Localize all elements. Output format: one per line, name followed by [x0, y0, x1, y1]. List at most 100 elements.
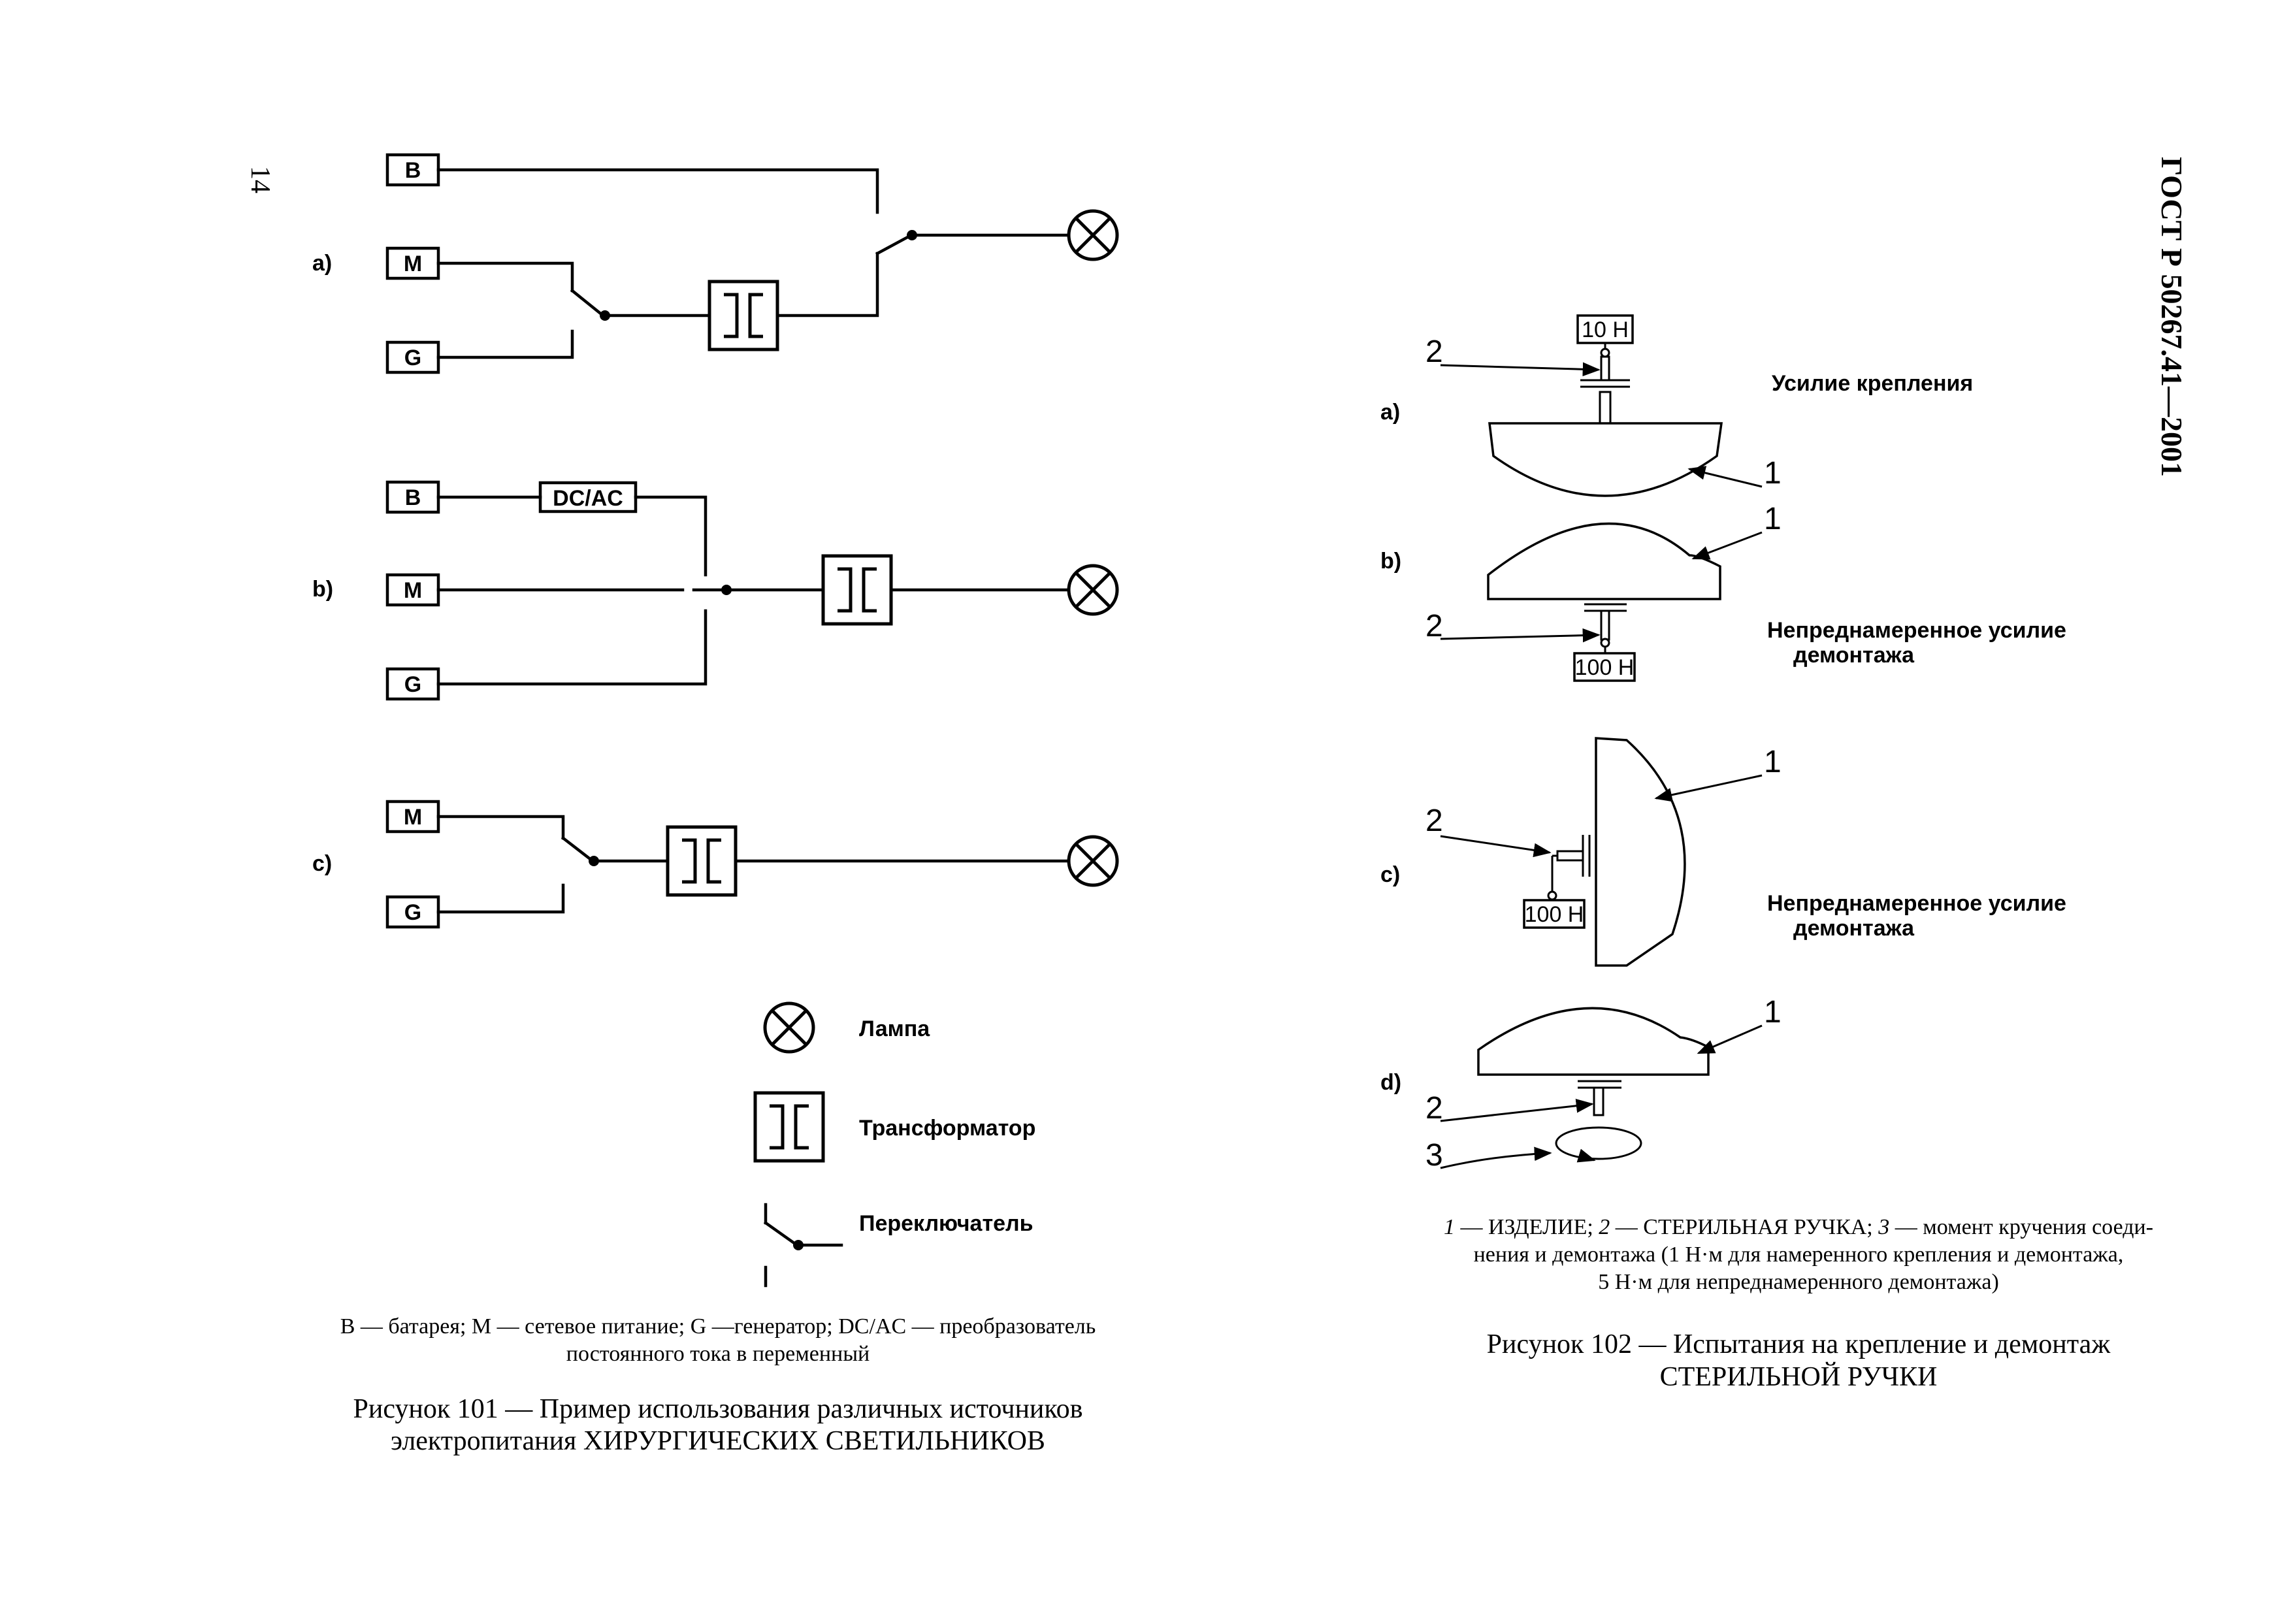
callout-arrow	[1654, 774, 1763, 802]
standard-header: ГОСТ Р 50267.41—2001	[2155, 157, 2189, 477]
legend-switch-label: Переключатель	[859, 1211, 1034, 1236]
callout-arrow	[1440, 1098, 1594, 1122]
switch-blade	[875, 233, 913, 256]
callout-arrow	[1687, 466, 1763, 488]
legend-transformer-label: Трансформатор	[859, 1116, 1035, 1141]
fig101-caption-line1: Рисунок 101 — Пример использования разли…	[353, 1394, 1082, 1424]
detach-force-label-line2: демонтажа	[1793, 643, 1915, 668]
circuit-a: a) B M G	[312, 153, 1117, 374]
fig102-caption-line1: Рисунок 102 — Испытания на крепление и д…	[1487, 1329, 2111, 1359]
figure-101: a) B M G b) B M	[312, 153, 1117, 1456]
battery-label: B	[405, 485, 421, 510]
lamp-icon	[765, 1003, 813, 1052]
switch-blade	[570, 288, 606, 318]
callout-arrow	[1440, 628, 1601, 643]
fig102-key-line1: 1 — ИЗДЕЛИЕ; 2 — СТЕРИЛЬНАЯ РУЧКА; 3 — м…	[1444, 1215, 2153, 1239]
weight-100n-box	[1523, 899, 1586, 929]
callout-2: 2	[1425, 334, 1443, 369]
test-a: a) 10 Н 2 1 Усилие крепления	[1380, 314, 1973, 497]
mains-label: M	[404, 252, 422, 276]
callout-1: 1	[1764, 995, 1782, 1030]
wire	[634, 495, 708, 577]
attach-force-label: Усилие крепления	[1772, 371, 1973, 396]
circuit-c: c) M G	[312, 800, 1117, 929]
fig102-key-line3: 5 Н·м для непреднамеренного демонтажа)	[1598, 1270, 1999, 1294]
sterile-handle-shaft	[1600, 609, 1610, 641]
mains-box	[385, 246, 440, 280]
callout-2: 2	[1425, 804, 1443, 838]
callout-arrow	[1440, 1146, 1552, 1169]
generator-box	[385, 340, 440, 374]
lamp-icon	[1069, 566, 1117, 614]
generator-label: G	[404, 346, 421, 370]
callout-arrow	[1440, 835, 1552, 858]
weight-10n-label: 10 Н	[1582, 317, 1629, 342]
mains-label: M	[404, 805, 422, 830]
legend: Лампа Трансформатор Переключатель	[755, 1003, 1035, 1288]
sterile-handle-shaft	[1600, 355, 1610, 382]
torque-arrowhead	[1576, 1148, 1596, 1163]
fig101-note-line2: постоянного тока в переменный	[566, 1342, 870, 1366]
generator-box	[385, 895, 440, 929]
callout-1: 1	[1764, 502, 1782, 536]
wire	[436, 168, 879, 214]
circuit-b: b) B M G DC/AC	[312, 480, 1117, 701]
product-body	[1487, 522, 1721, 600]
wire	[436, 815, 565, 840]
legend-lamp-label: Лампа	[859, 1016, 930, 1041]
detach-force-label-line1: Непреднамеренное усилие	[1767, 891, 2066, 916]
weight-100n-box	[1573, 652, 1636, 682]
product-body	[1477, 1007, 1710, 1076]
lamp-icon	[1069, 837, 1117, 885]
figure-102: a) 10 Н 2 1 Усилие крепления b)	[1380, 314, 2153, 1392]
wire	[436, 261, 574, 293]
wire	[436, 329, 574, 359]
generator-label: G	[404, 672, 421, 697]
torque-rotation-icon	[1555, 1126, 1642, 1160]
sterile-handle-shaft	[1556, 850, 1584, 862]
wire	[775, 252, 879, 317]
callout-2: 2	[1425, 1091, 1443, 1126]
dcac-converter-label: DC/AC	[553, 486, 623, 511]
callout-arrow	[1691, 531, 1763, 560]
battery-box	[385, 153, 440, 187]
fig101-note-line1: B — батарея; M — сетевое питание; G —ген…	[340, 1314, 1096, 1339]
transformer-icon	[823, 556, 891, 624]
variant-label-b: b)	[312, 577, 333, 602]
lamp-icon	[1069, 211, 1117, 259]
callout-1: 1	[1764, 456, 1782, 491]
fig102-caption-line2: СТЕРИЛЬНОЙ РУЧКИ	[1660, 1362, 1938, 1392]
hook-ring	[1600, 638, 1610, 648]
test-c: c) 100 Н 1 2 Непреднамеренное усилие дем…	[1380, 737, 2066, 967]
variant-label-b: b)	[1380, 549, 1401, 574]
wire	[436, 609, 708, 686]
page-number: 14	[245, 166, 275, 193]
product-body	[1488, 422, 1723, 497]
variant-label-c: c)	[312, 851, 332, 876]
weight-100n-label: 100 Н	[1525, 902, 1584, 927]
fig101-caption-line2: электропитания ХИРУРГИЧЕСКИХ СВЕТИЛЬНИКО…	[391, 1426, 1045, 1456]
switch-icon	[763, 1203, 843, 1288]
detach-force-label-line2: демонтажа	[1793, 916, 1915, 941]
callout-2: 2	[1425, 609, 1443, 643]
detach-force-label-line1: Непреднамеренное усилие	[1767, 618, 2066, 643]
sterile-handle-shaft	[1593, 1086, 1604, 1116]
battery-label: B	[405, 158, 421, 183]
test-b: b) 100 Н 1 2 Непреднамеренное усилие дем…	[1380, 502, 2066, 682]
variant-label-c: c)	[1380, 862, 1400, 887]
transformer-icon	[709, 282, 777, 349]
transformer-icon	[668, 827, 736, 895]
callout-3: 3	[1425, 1138, 1443, 1173]
variant-label-d: d)	[1380, 1070, 1401, 1095]
fig102-key-line2: нения и демонтажа (1 Н·м для намеренного…	[1474, 1242, 2124, 1267]
variant-label-a: a)	[1380, 400, 1400, 425]
hook-ring	[1600, 348, 1610, 358]
variant-label-a: a)	[312, 251, 332, 276]
generator-label: G	[404, 900, 421, 925]
transformer-icon	[755, 1093, 823, 1161]
weight-10n-box	[1576, 314, 1634, 344]
mains-label: M	[404, 578, 422, 603]
handle-mount	[1599, 391, 1612, 425]
wire	[436, 883, 565, 914]
